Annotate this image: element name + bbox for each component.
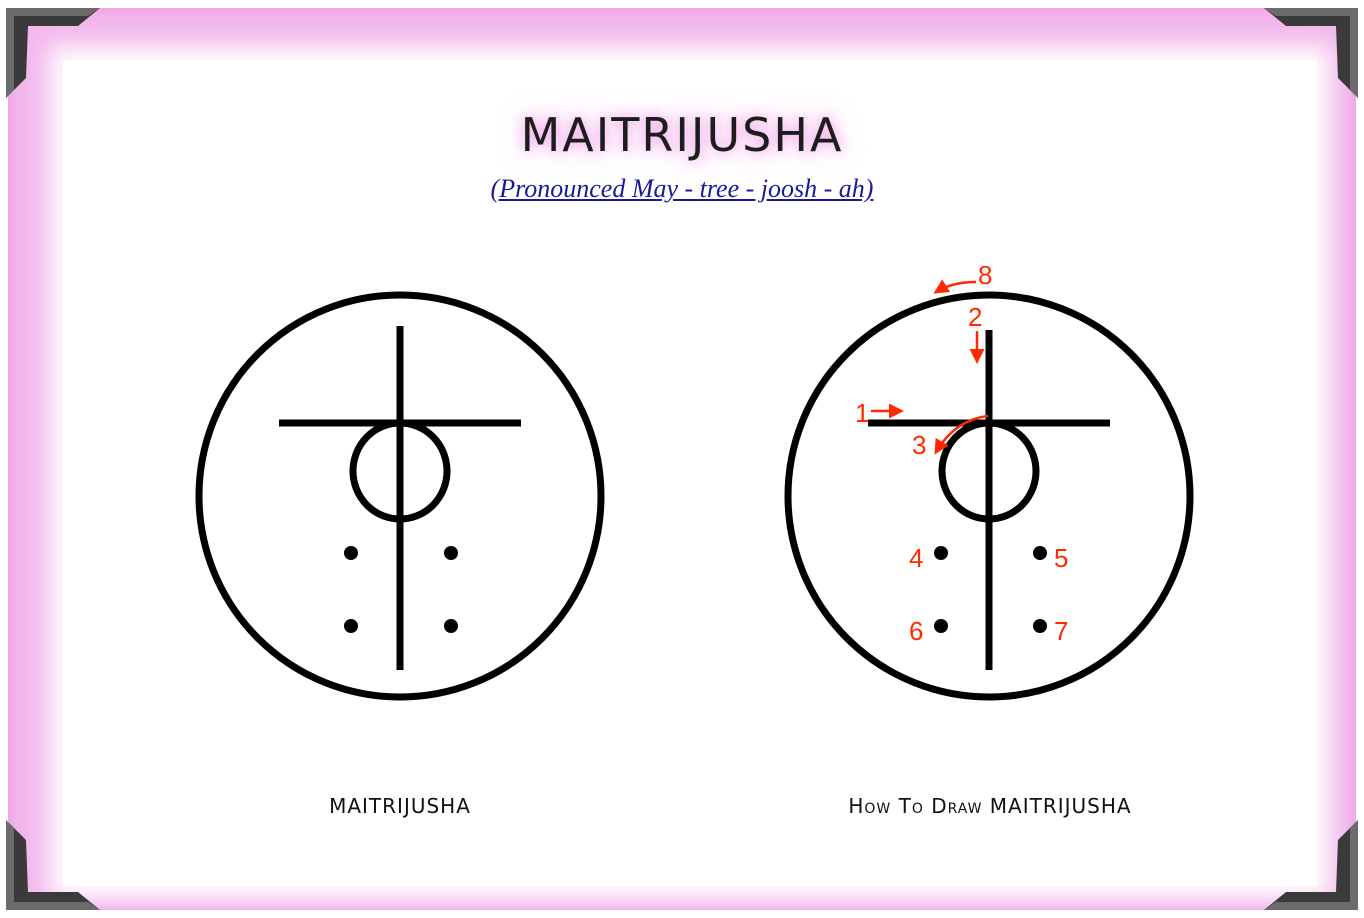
dot [344,619,358,633]
symbol-right [788,295,1190,697]
caption-left: MAITRIJUSHA [220,794,580,818]
stroke-label: 8 [978,260,992,290]
stroke-label: 2 [968,302,982,332]
stroke-8-arrow [936,282,976,292]
dot [934,546,948,560]
dot [934,619,948,633]
dot [444,619,458,633]
stroke-label: 7 [1054,616,1068,646]
dot [1033,546,1047,560]
stroke-label: 3 [912,430,926,460]
stroke-label: 1 [855,398,869,428]
stroke-label: 5 [1054,543,1068,573]
stroke-label: 4 [909,543,923,573]
stroke-label: 6 [909,616,923,646]
symbol-left [199,295,601,697]
dot [1033,619,1047,633]
dot [344,546,358,560]
dot [444,546,458,560]
caption-right: How To Draw MAITRIJUSHA [740,794,1240,818]
